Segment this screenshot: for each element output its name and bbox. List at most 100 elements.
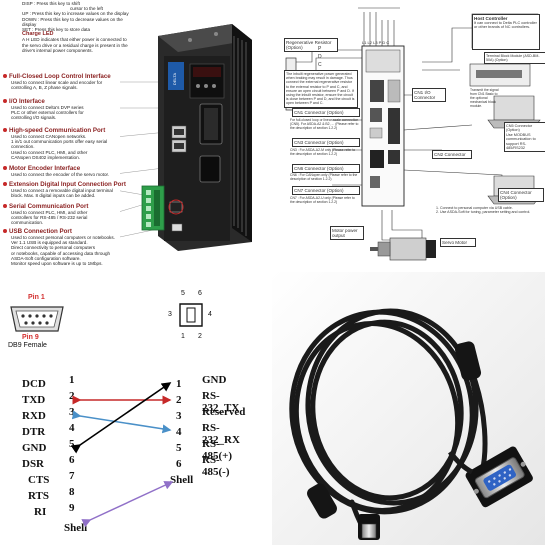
db9-label: DB9 Female (8, 342, 47, 349)
left-signal: DCD (22, 378, 46, 390)
mini-pin-4: 4 (208, 311, 212, 318)
intro-line: SET : Press this key to store data (22, 27, 91, 33)
section-title: Extension Digital Input Connection Port (9, 181, 126, 188)
intro-line: cursor to the left (70, 6, 103, 12)
cn3-desc: CN3 : For ASDA-A2-M only (Please refer t… (290, 148, 360, 156)
cable-photo (272, 272, 545, 545)
cn7-opt-label: CN7 Connector (Option) (292, 186, 360, 195)
motor-power-text: Motor power output (332, 228, 358, 238)
right-pin: 3 (176, 410, 182, 422)
section-line: Ver 1.1 USB is equipped as standard. (11, 240, 88, 246)
host-desc: It can connect to Delta PLC controller o… (474, 21, 537, 30)
pin1-label: Pin 1 (28, 294, 45, 301)
cn6-opt-text: CN6 Connector (Option) (294, 166, 344, 171)
cn6-desc-text: CN6 : For CANopen only (Please refer to … (290, 173, 358, 181)
right-shell-row: Shell (170, 470, 193, 486)
left-signal: CTS (28, 474, 50, 486)
section-title: Serial Communication Port (9, 203, 89, 210)
right-signal: RS-232_RX (202, 422, 240, 446)
section-line: Used to connect PLC, HMI, and other (11, 149, 88, 155)
db9-connector-icon (10, 306, 64, 332)
feature-section: Serial Communication Port Used to connec… (3, 203, 133, 226)
intro-line: DOWN : Press this key to decrease values… (22, 16, 123, 27)
section-line: communication. (11, 220, 44, 226)
cn6-opt-label: CN6 Connector (Option) (292, 164, 360, 173)
section-line: 1 in/1 out communication ports offer eas… (11, 139, 108, 145)
cn4-desc-2: 2. Use ASDA-Soft for tuning, parameter s… (436, 210, 531, 215)
right-pin: 6 (176, 458, 182, 470)
feature-section: I/O Interface Used to connect Delta's DV… (3, 98, 133, 121)
cn1-desc-text: For full-closed loop or linear-scale con… (290, 118, 359, 130)
drive-features-panel: DISP : Press this key to shift cursor to… (0, 0, 272, 272)
servo-drive-illustration: DELTA (120, 24, 252, 251)
intro-line: the servo drive or a residual charge is … (22, 42, 128, 48)
feature-section: Full-Closed Loop Control Interface Used … (3, 73, 133, 90)
section-line: controlling I/O signals. (11, 115, 57, 121)
mini-pin-1: 1 (181, 333, 185, 340)
host-title: Host Controller (474, 16, 508, 21)
section-line: connection. (11, 144, 35, 150)
left-row: CTS 7 (22, 470, 87, 486)
pdc-labels: P D C (318, 45, 322, 69)
tbm-desc: Transmit the signal from CN1 Basic to th… (470, 88, 500, 108)
cn3-opt-text: CN3 Connector (Option) (294, 140, 344, 145)
regen-label-text: Regenerative Resistor (Option) (286, 40, 332, 50)
cn5-title: CN5 Connector (Option) (506, 124, 533, 133)
cn7-desc: CN7 : For ASDA-A2-U only (Please refer t… (290, 196, 360, 204)
mini-connector-icon (179, 303, 203, 327)
section-title: Full-Closed Loop Control Interface (9, 73, 111, 80)
feature-section: High-speed Communication Port Used to co… (3, 127, 133, 160)
section-line: Used to connect a removable digital inpu… (11, 188, 113, 193)
left-pin: 7 (69, 470, 75, 482)
section-line: Used to connect Delta's DVP series (11, 105, 84, 110)
feature-section: USB Connection Port Used to connect pers… (3, 228, 143, 266)
section-title: I/O Interface (9, 98, 45, 105)
left-signal: GND (22, 442, 47, 454)
regen-desc: The inbuilt regenerative power generated… (286, 72, 355, 106)
right-pin: 1 (176, 378, 182, 390)
cn4-desc: 1. Connect to personal computer via USB … (436, 206, 540, 214)
cn7-desc-text: CN7 : For ASDA-A2-U only (Please refer t… (290, 196, 355, 204)
tbm-label: Terminal Block Module (ASD-BM-50A) (Opti… (484, 52, 545, 65)
cn2-text: CN2 Connector (434, 152, 466, 157)
terminal-c: C (318, 62, 322, 68)
left-signal: DSR (22, 458, 45, 470)
terminals-label: L1 L2 L3 P D C (362, 40, 389, 45)
cn5-desc: Use MODBUS communication to support RS-4… (506, 132, 536, 151)
feature-section: Extension Digital Input Connection Port … (3, 181, 133, 198)
section-line: CANopen DS402 implementation. (11, 154, 80, 160)
section-line: controlling A, B, Z phase signals. (11, 85, 78, 91)
svg-text:DELTA: DELTA (172, 73, 177, 86)
section-line: Used to connect the encoder of the servo… (11, 172, 110, 177)
motor-power-label: Motor power output (330, 226, 364, 240)
pin9-label: Pin 9 (22, 334, 39, 341)
mini-pin-5: 5 (181, 290, 185, 297)
section-line: Used to connect PLC, HMI, and other (11, 210, 88, 215)
servo-motor-text: Servo Motor (442, 240, 468, 245)
cn4-text: CN4 Connector (Option) (500, 190, 532, 200)
section-line: Used to connect linear scale and encoder… (11, 80, 103, 85)
section-line: Monitor speed upon software is up to 1Mb… (11, 261, 103, 267)
feature-section: Motor Encoder Interface Used to connect … (3, 165, 133, 177)
tbm-desc-text: Transmit the signal from CN1 Basic to th… (470, 88, 499, 108)
mini-pin-6: 6 (198, 290, 202, 297)
intro-line: DISP : Press this key to shift (22, 1, 80, 6)
pin-mapping-arrows (70, 382, 174, 528)
servo-motor-label: Servo Motor (440, 238, 476, 247)
cn1-desc: For full-closed loop or linear-scale con… (290, 118, 360, 130)
left-signal: RXD (22, 410, 46, 422)
cn1-opt-text: CN1 Connector (Option) (294, 110, 344, 115)
left-signal: RI (34, 506, 47, 518)
right-shell: Shell (170, 474, 194, 486)
section-line: ASDA-Soft configuration software. (11, 255, 81, 261)
left-pin: 8 (69, 486, 75, 498)
tbm-text: Terminal Block Module (ASD-BM-50A) (Opti… (486, 54, 540, 63)
